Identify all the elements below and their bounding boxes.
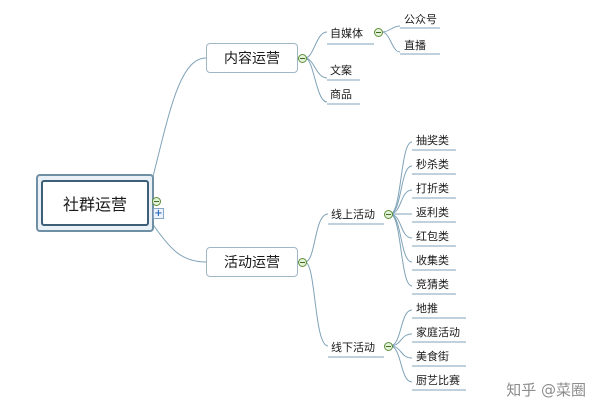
subtopic-offline-collapse-icon[interactable]: [384, 342, 393, 351]
link-root-activity: [149, 219, 207, 263]
subtopic-media-collapse-icon[interactable]: [374, 28, 383, 37]
branch-activity[interactable]: 活动运营: [206, 247, 298, 277]
root-topic[interactable]: 社群运营: [36, 174, 154, 232]
plus-icon[interactable]: +: [153, 208, 164, 219]
subtopic-goods[interactable]: 商品: [330, 88, 352, 101]
subtopic-online-collapse-icon[interactable]: [384, 210, 393, 219]
subtopic-offline[interactable]: 线下活动: [331, 341, 375, 354]
leaf-online-2[interactable]: 秒杀类: [416, 158, 449, 171]
leaf-online-5[interactable]: 红包类: [416, 230, 449, 243]
branch-content[interactable]: 内容运营: [206, 43, 298, 73]
leaf-online-6[interactable]: 收集类: [416, 254, 449, 267]
leaf-online-1[interactable]: 抽奖类: [416, 134, 449, 147]
root-topic-label: 社群运营: [41, 180, 149, 226]
branch-activity-collapse-icon[interactable]: [298, 258, 307, 267]
root-collapse-icon[interactable]: [152, 197, 161, 206]
leaf-offline-4[interactable]: 厨艺比赛: [416, 374, 460, 387]
subtopic-media-label: 自媒体: [330, 27, 363, 40]
link-content-media: [304, 31, 328, 59]
leaf-media-2[interactable]: 直播: [404, 39, 426, 52]
leaf-online-4[interactable]: 返利类: [416, 206, 449, 219]
link-activity-online: [304, 213, 329, 263]
watermark: 知乎 @菜圈: [506, 381, 586, 399]
subtopic-media[interactable]: 自媒体: [330, 27, 363, 41]
branch-activity-label: 活动运营: [224, 255, 280, 271]
link-content-goods: [304, 57, 328, 103]
leaf-media-1[interactable]: 公众号: [404, 13, 437, 26]
link-activity-offline: [304, 261, 329, 347]
subtopic-online[interactable]: 线上活动: [331, 208, 375, 221]
leaf-offline-1[interactable]: 地推: [416, 302, 438, 315]
leaf-online-7[interactable]: 竞猜类: [416, 278, 449, 291]
leaf-offline-3[interactable]: 美食街: [416, 350, 449, 363]
leaf-offline-2[interactable]: 家庭活动: [416, 326, 460, 339]
subtopic-copy[interactable]: 文案: [330, 64, 352, 77]
branch-content-collapse-icon[interactable]: [298, 54, 307, 63]
link-root-content: [149, 57, 207, 189]
leaf-online-3[interactable]: 打折类: [416, 182, 449, 195]
branch-content-label: 内容运营: [224, 51, 280, 67]
